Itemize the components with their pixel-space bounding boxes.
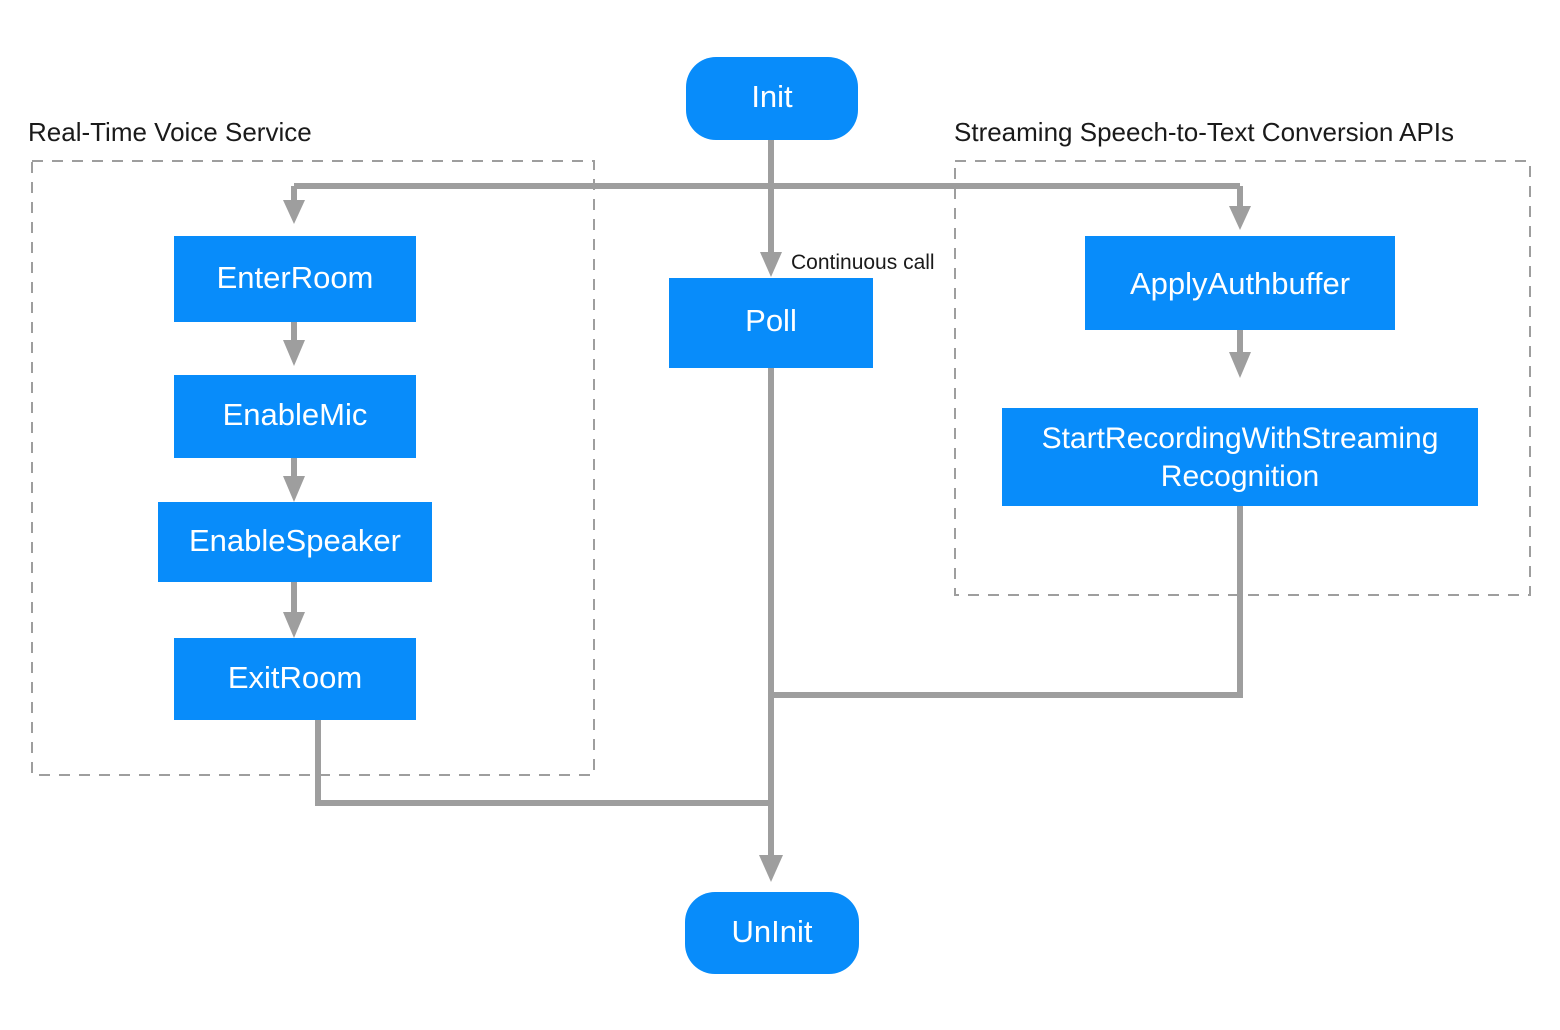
node-enable-speaker-shape[interactable]: [158, 502, 432, 582]
node-enter-room-label: EnterRoom: [217, 260, 374, 295]
node-uninit-shape[interactable]: [685, 892, 859, 974]
node-enable-mic-shape[interactable]: [174, 375, 416, 458]
edge-init-to-enter-room-arrowhead: [283, 200, 305, 224]
edge-enter-room-to-enable-mic: [283, 322, 305, 366]
edge-enable-speaker-to-exit-room: [283, 582, 305, 638]
node-exit-room[interactable]: ExitRoom: [174, 638, 416, 720]
node-enter-room[interactable]: EnterRoom: [174, 236, 416, 322]
group-title-streaming-speech-to-text: Streaming Speech-to-Text Conversion APIs: [954, 117, 1454, 147]
node-apply-authbuffer-label: ApplyAuthbuffer: [1130, 266, 1350, 301]
node-init-shape[interactable]: [686, 57, 858, 140]
node-start-recording-label-line-1: StartRecordingWithStreaming: [1042, 422, 1439, 455]
edge-init-to-apply-authbuffer-arrowhead: [1229, 206, 1251, 230]
edge-exit-room-to-uninit: [315, 720, 774, 806]
node-poll-label: Poll: [745, 303, 797, 338]
edge-init-to-apply-authbuffer: [1229, 186, 1251, 230]
edge-apply-authbuffer-to-start-recording: [1229, 330, 1251, 378]
edge-poll-to-uninit-arrowhead: [759, 855, 783, 882]
node-uninit-label: UnInit: [732, 914, 813, 949]
node-start-recording-label-line-2: Recognition: [1161, 460, 1319, 493]
node-enable-mic[interactable]: EnableMic: [174, 375, 416, 458]
edge-init-to-enter-room: [283, 186, 305, 224]
edge-enter-room-to-enable-mic-arrowhead: [283, 340, 305, 366]
node-enable-speaker-label: EnableSpeaker: [189, 523, 401, 558]
group-frame-streaming-speech-to-text: [954, 160, 1531, 596]
node-start-recording-with-streaming-recognition[interactable]: StartRecordingWithStreaming Recognition: [1002, 408, 1478, 506]
edge-start-recording-to-uninit-line: [774, 506, 1243, 698]
node-enable-speaker[interactable]: EnableSpeaker: [158, 502, 432, 582]
edge-poll-to-uninit: [759, 368, 783, 882]
node-enter-room-shape[interactable]: [174, 236, 416, 322]
node-exit-room-shape[interactable]: [174, 638, 416, 720]
edge-init-to-poll-arrowhead: [760, 252, 782, 277]
node-enable-mic-label: EnableMic: [223, 397, 368, 432]
node-poll-shape[interactable]: [669, 278, 873, 368]
node-init-label: Init: [751, 79, 793, 114]
edge-exit-room-to-uninit-line: [315, 720, 774, 806]
edge-label-continuous-call: Continuous call: [791, 251, 935, 274]
node-poll[interactable]: Poll: [669, 278, 873, 368]
group-title-real-time-voice-service: Real-Time Voice Service: [28, 117, 312, 147]
edge-enable-mic-to-enable-speaker-arrowhead: [283, 476, 305, 502]
node-apply-authbuffer[interactable]: ApplyAuthbuffer: [1085, 236, 1395, 330]
edge-init-to-poll: Continuous call: [760, 186, 935, 277]
node-apply-authbuffer-shape[interactable]: [1085, 236, 1395, 330]
edge-apply-authbuffer-to-start-recording-arrowhead: [1229, 352, 1251, 378]
group-frame-real-time-voice-service: [31, 160, 595, 776]
group-real-time-voice-service: Real-Time Voice Service: [28, 117, 595, 776]
edge-start-recording-to-uninit: [774, 506, 1243, 698]
node-exit-room-label: ExitRoom: [228, 660, 362, 695]
node-start-recording-with-streaming-recognition-shape[interactable]: [1002, 408, 1478, 506]
group-streaming-speech-to-text: Streaming Speech-to-Text Conversion APIs: [954, 117, 1531, 596]
node-init[interactable]: Init: [686, 57, 858, 140]
edge-enable-speaker-to-exit-room-arrowhead: [283, 612, 305, 638]
node-uninit[interactable]: UnInit: [685, 892, 859, 974]
edge-init-fanout: [294, 140, 1240, 189]
edge-enable-mic-to-enable-speaker: [283, 458, 305, 502]
